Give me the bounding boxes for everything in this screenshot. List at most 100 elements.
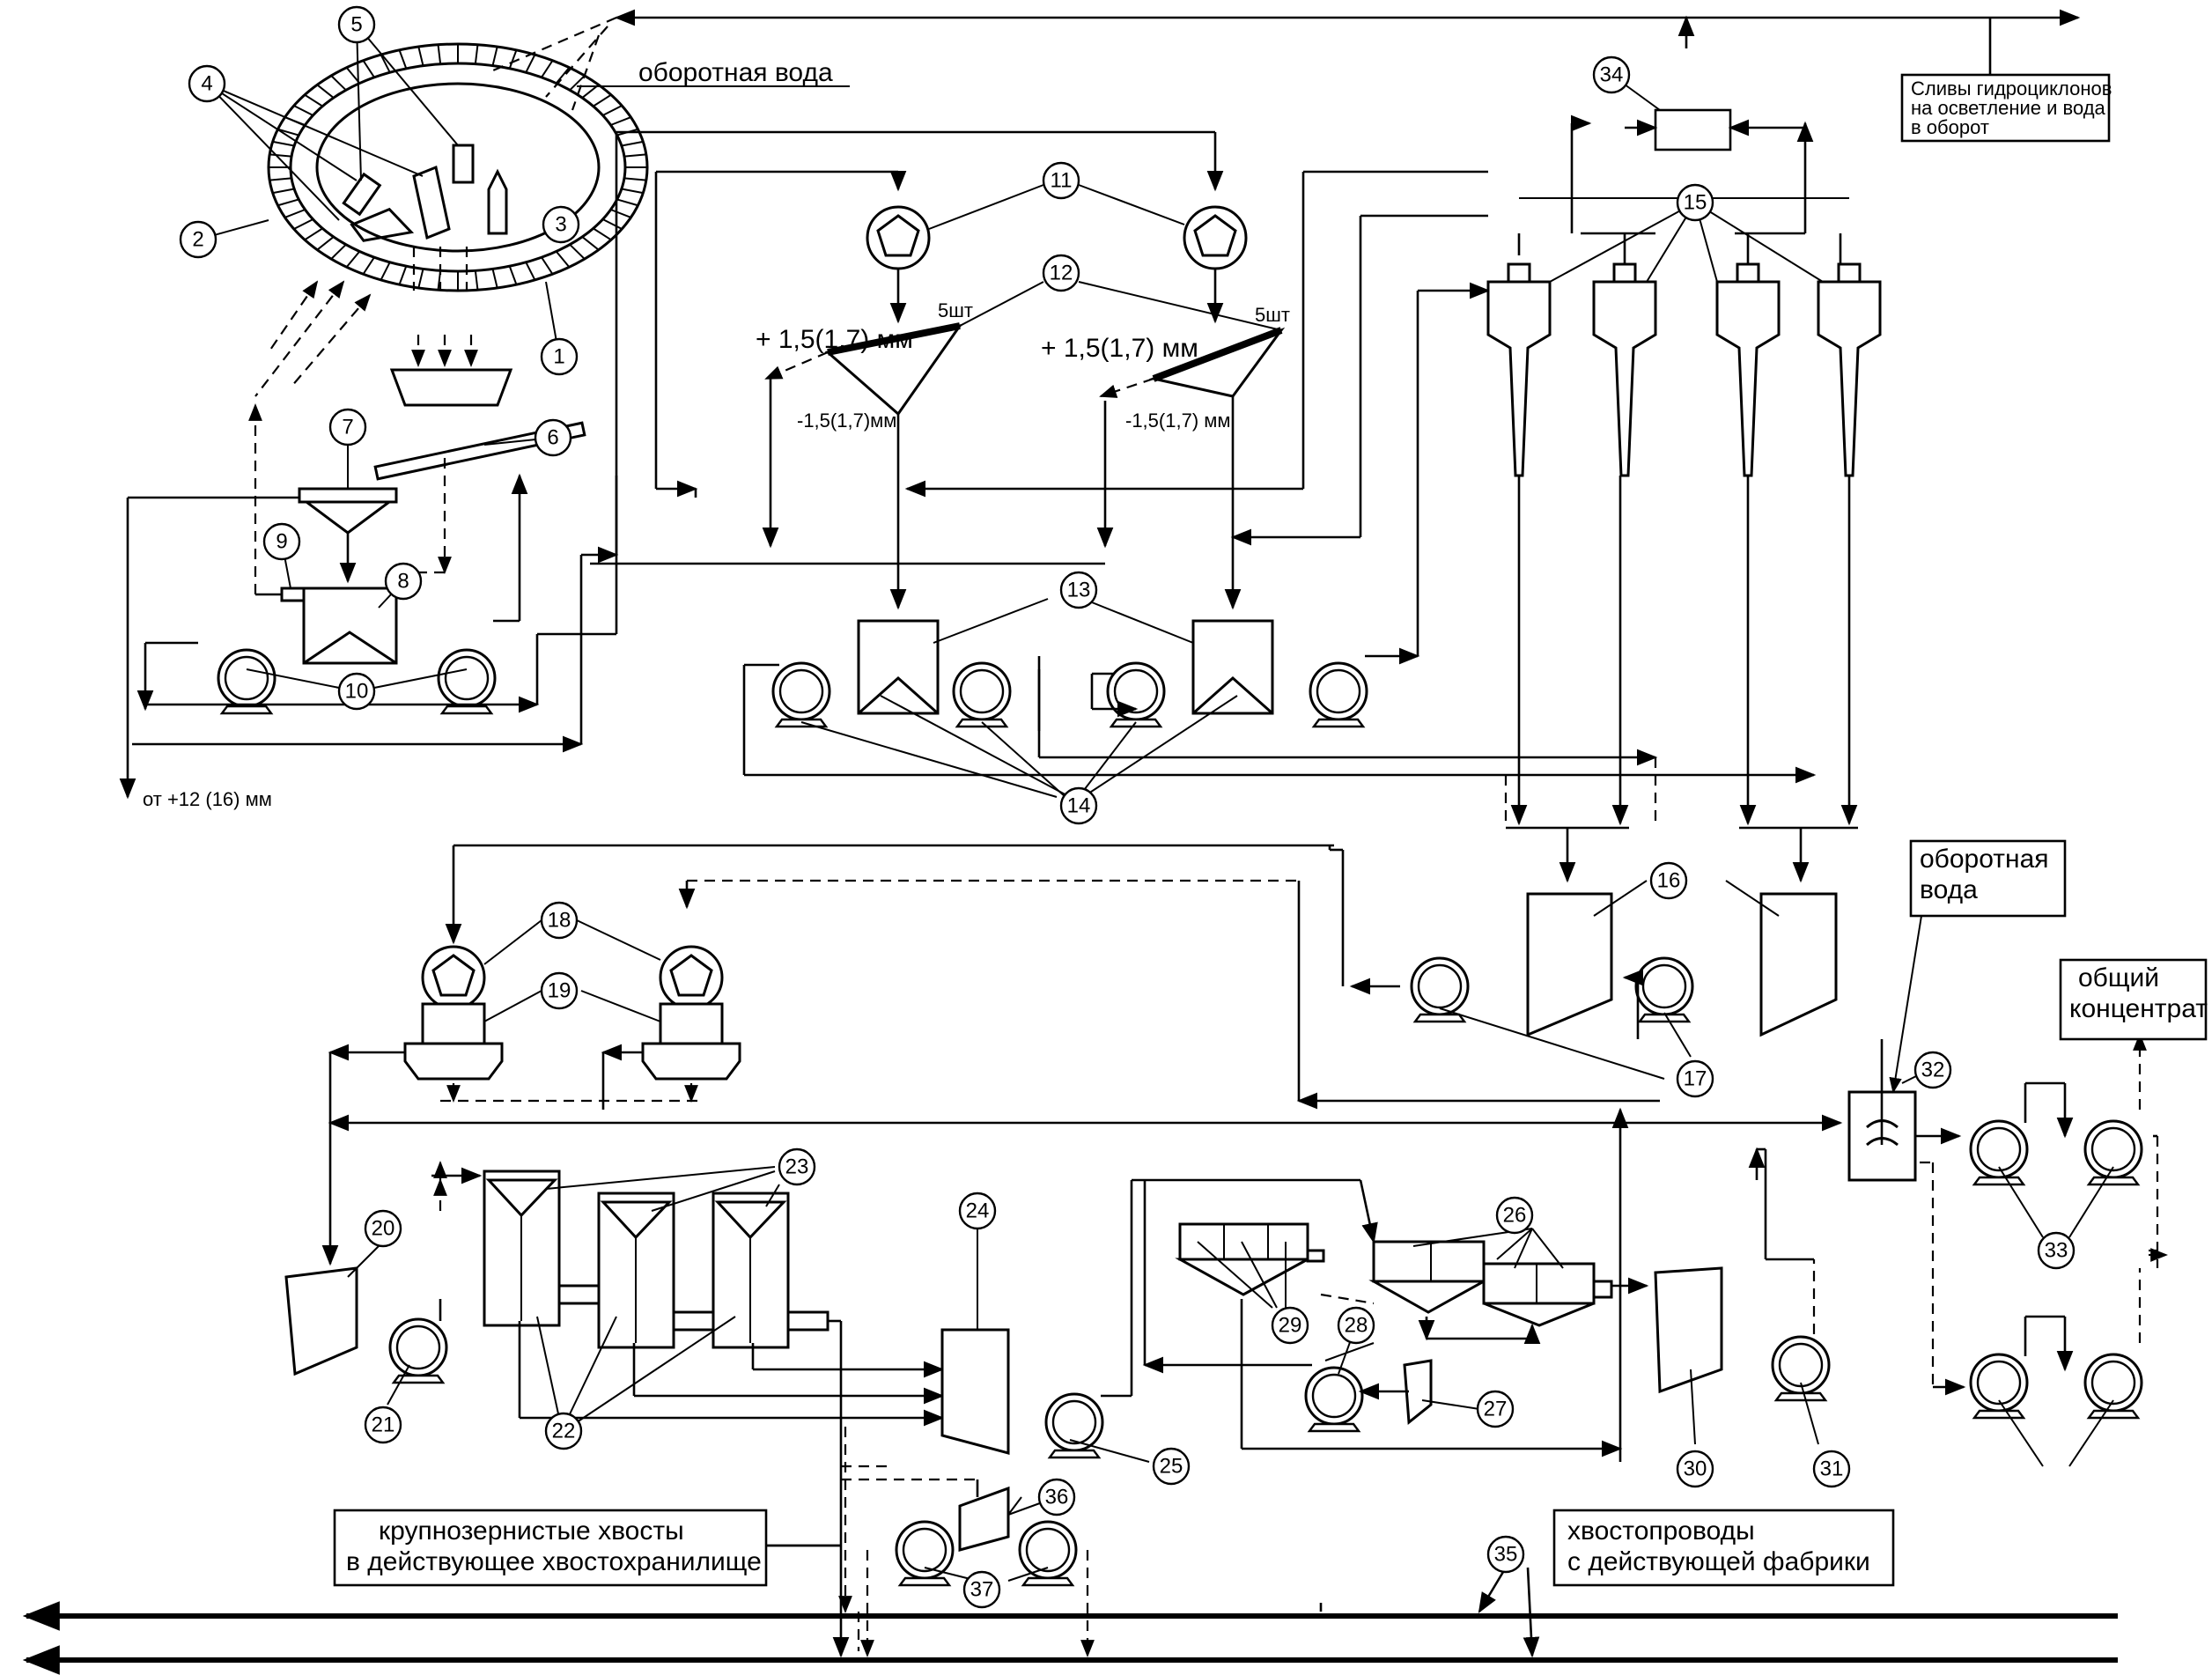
overflow-label-line3: в оборот — [1911, 116, 1989, 138]
callout-34: 34 — [1592, 55, 1631, 94]
callout-number: 36 — [1045, 1486, 1069, 1509]
pump-25 — [1044, 1392, 1104, 1459]
cyclone-underflow-lines — [1504, 476, 1858, 883]
callout-number: 11 — [1051, 169, 1073, 193]
concentrate-line1: общий — [2078, 963, 2159, 992]
callout-32: 32 — [1913, 1051, 1952, 1089]
pump-28 — [1304, 1366, 1364, 1433]
callout-number: 29 — [1279, 1314, 1302, 1338]
callout-number: 10 — [345, 680, 369, 704]
flotation-26 — [1142, 1107, 1649, 1462]
callout-8: 8 — [384, 562, 423, 601]
thickener-32 — [1847, 915, 2168, 1467]
tailings-line2: с действующей фабрики — [1567, 1547, 1870, 1576]
callout-number: 28 — [1345, 1314, 1368, 1338]
callout-37: 37 — [962, 1570, 1001, 1609]
callout-30: 30 — [1676, 1450, 1714, 1488]
callout-number: 26 — [1503, 1204, 1527, 1228]
callout-number: 4 — [201, 72, 212, 96]
pump-33d — [2083, 1353, 2143, 1420]
callout-10: 10 — [337, 672, 376, 711]
hydrocyclone-3 — [1715, 280, 1781, 477]
sump-36 — [762, 1427, 1095, 1658]
callout-16: 16 — [1649, 861, 1688, 900]
callout-29: 29 — [1271, 1306, 1309, 1345]
oversize-label: от +12 (16) мм — [143, 788, 272, 810]
tailings-line1: хвостопроводы — [1567, 1516, 1755, 1546]
callout-27: 27 — [1476, 1390, 1515, 1428]
sump-20 — [284, 1161, 483, 1406]
callout-number: 25 — [1160, 1455, 1183, 1479]
callout-1: 1 — [540, 337, 579, 376]
callout-number: 12 — [1050, 262, 1073, 285]
sump-30 — [1654, 1147, 1831, 1445]
callout-24: 24 — [958, 1192, 997, 1230]
pump-17a — [1410, 956, 1470, 1023]
callout-number: 6 — [547, 426, 558, 450]
plus-fraction-label-b: + 1,5(1,7) мм — [1041, 334, 1198, 363]
callout-11: 11 — [1042, 161, 1080, 200]
sumps-13 — [742, 282, 1817, 798]
callout-number: 3 — [555, 213, 566, 237]
pump-21 — [388, 1317, 448, 1384]
minus-fraction-label-a: -1,5(1,7)мм — [797, 410, 896, 432]
callout-number: 30 — [1684, 1457, 1707, 1481]
callout-20: 20 — [364, 1209, 402, 1248]
classifiers-12: + 1,5(1,7) мм + 1,5(1,7) мм -1,5(1,7)мм … — [590, 281, 1360, 610]
plus-fraction-label-a: + 1,5(1,7) мм — [756, 325, 913, 354]
callout-number: 32 — [1921, 1059, 1945, 1082]
hydrocyclone-2 — [1592, 280, 1657, 477]
label-boxes: Сливы гидроциклонов на осветление и вода… — [333, 73, 2208, 1587]
callout-number: 19 — [548, 979, 571, 1003]
callout-number: 27 — [1484, 1398, 1508, 1421]
callout-17: 17 — [1676, 1059, 1714, 1098]
dredge-pond — [267, 42, 649, 407]
callout-9: 9 — [262, 522, 301, 561]
callout-28: 28 — [1337, 1306, 1375, 1345]
callout-22: 22 — [544, 1412, 583, 1450]
callout-23: 23 — [778, 1147, 816, 1186]
pump-33a — [1969, 1119, 2029, 1186]
callout-3: 3 — [542, 205, 580, 244]
callout-4: 4 — [188, 64, 226, 103]
pump-33c — [1969, 1353, 2029, 1420]
pump-33b — [2083, 1119, 2143, 1186]
callout-number: 34 — [1600, 63, 1624, 87]
callout-7: 7 — [328, 408, 367, 446]
callout-number: 16 — [1657, 869, 1681, 893]
pump-31 — [1771, 1335, 1831, 1402]
screens-11 — [866, 184, 1248, 324]
callout-number: 9 — [276, 530, 287, 554]
callout-12: 12 — [1042, 254, 1080, 292]
recycled-water-mid-line2: вода — [1920, 875, 1978, 904]
coarse-tails-line2: в действующее хвостохранилище — [346, 1547, 762, 1576]
pump-37a — [895, 1520, 955, 1587]
top-water-header: оборотная вода — [254, 9, 2081, 397]
callout-26: 26 — [1495, 1196, 1534, 1235]
callout-14: 14 — [1059, 786, 1098, 825]
callout-number: 17 — [1684, 1067, 1707, 1091]
callout-number: 37 — [970, 1578, 994, 1602]
tanks-16 — [1328, 845, 1838, 1080]
callout-31: 31 — [1812, 1450, 1851, 1488]
callout-number: 2 — [192, 228, 203, 252]
callout-number: 35 — [1494, 1543, 1518, 1567]
hydrocyclone-1 — [1486, 280, 1552, 477]
tables-23 — [483, 1166, 945, 1547]
callout-number: 24 — [966, 1199, 990, 1223]
callout-5: 5 — [337, 5, 376, 44]
callout-33: 33 — [2037, 1231, 2076, 1270]
callout-number: 1 — [553, 345, 564, 369]
callout-number: 14 — [1067, 794, 1091, 818]
callout-number: 21 — [372, 1413, 395, 1437]
callout-number: 33 — [2045, 1239, 2068, 1263]
callout-number: 15 — [1684, 191, 1707, 215]
concentrate-line2: концентрат — [2069, 994, 2208, 1023]
quantity-label-a: 5шт — [938, 299, 973, 321]
callout-25: 25 — [1152, 1447, 1191, 1486]
overflow-label-line1: Сливы гидроциклонов — [1911, 77, 2112, 100]
callout-18: 18 — [540, 901, 579, 940]
hydrocyclones-15 — [1301, 108, 1882, 537]
screen-feed-lines — [615, 130, 1224, 634]
